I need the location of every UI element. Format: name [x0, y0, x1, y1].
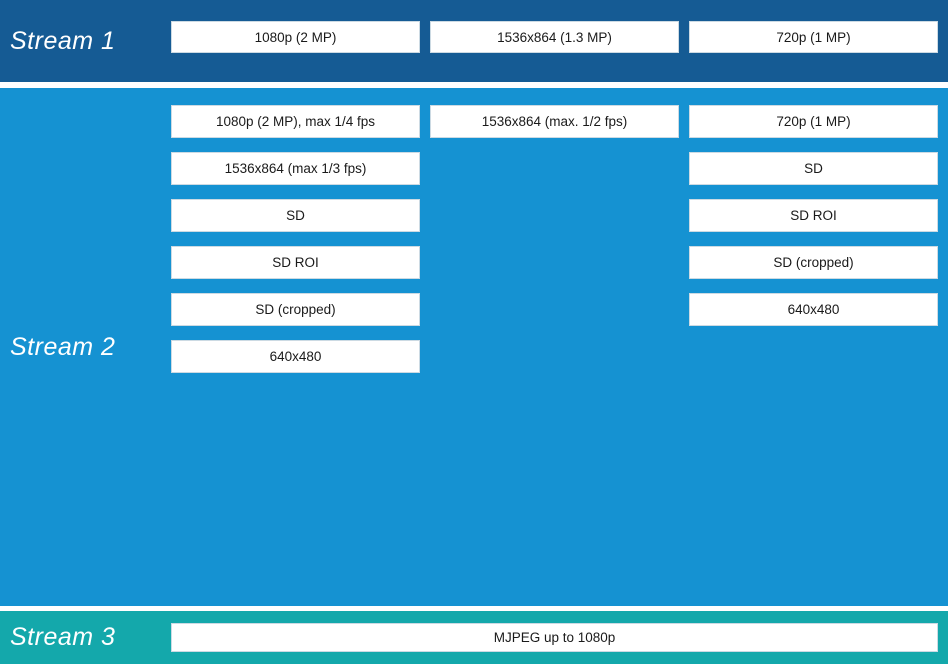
stream-2-label-area: Stream 2: [0, 88, 171, 606]
stream-1-label: Stream 1: [10, 26, 116, 55]
stream-3-section: Stream 3 MJPEG up to 1080p: [0, 611, 948, 664]
resolution-box: SD: [689, 152, 938, 185]
separator: [0, 82, 948, 88]
resolution-box: 1536x864 (max 1/3 fps): [171, 152, 420, 185]
stream-1-column-3: 720p (1 MP): [689, 0, 938, 82]
stream-1-label-area: Stream 1: [0, 0, 171, 82]
stream-2-section: Stream 2 1080p (2 MP), max 1/4 fps 1536x…: [0, 88, 948, 606]
stream-1-section: Stream 1 1080p (2 MP) 1536x864 (1.3 MP) …: [0, 0, 948, 82]
resolution-box: 1536x864 (1.3 MP): [430, 21, 679, 53]
resolution-box: 640x480: [689, 293, 938, 326]
separator: [0, 606, 948, 611]
stream-2-label: Stream 2: [10, 332, 116, 361]
resolution-box: 640x480: [171, 340, 420, 373]
stream-1-column-1: 1080p (2 MP): [171, 0, 420, 82]
stream-3-label-area: Stream 3: [0, 611, 171, 664]
resolution-box: SD ROI: [171, 246, 420, 279]
resolution-box: 1536x864 (max. 1/2 fps): [430, 105, 679, 138]
resolution-box: MJPEG up to 1080p: [171, 623, 938, 652]
resolution-box: 720p (1 MP): [689, 21, 938, 53]
resolution-box: SD (cropped): [171, 293, 420, 326]
resolution-box: 1080p (2 MP): [171, 21, 420, 53]
resolution-box: 1080p (2 MP), max 1/4 fps: [171, 105, 420, 138]
stream-2-column-2: 1536x864 (max. 1/2 fps): [430, 88, 679, 606]
resolution-box: SD: [171, 199, 420, 232]
resolution-box: SD ROI: [689, 199, 938, 232]
resolution-box: 720p (1 MP): [689, 105, 938, 138]
stream-1-column-2: 1536x864 (1.3 MP): [430, 0, 679, 82]
resolution-box: SD (cropped): [689, 246, 938, 279]
stream-2-column-1: 1080p (2 MP), max 1/4 fps 1536x864 (max …: [171, 88, 420, 606]
stream-3-column: MJPEG up to 1080p: [171, 611, 938, 664]
stream-2-column-3: 720p (1 MP) SD SD ROI SD (cropped) 640x4…: [689, 88, 938, 606]
stream-3-label: Stream 3: [10, 623, 116, 651]
